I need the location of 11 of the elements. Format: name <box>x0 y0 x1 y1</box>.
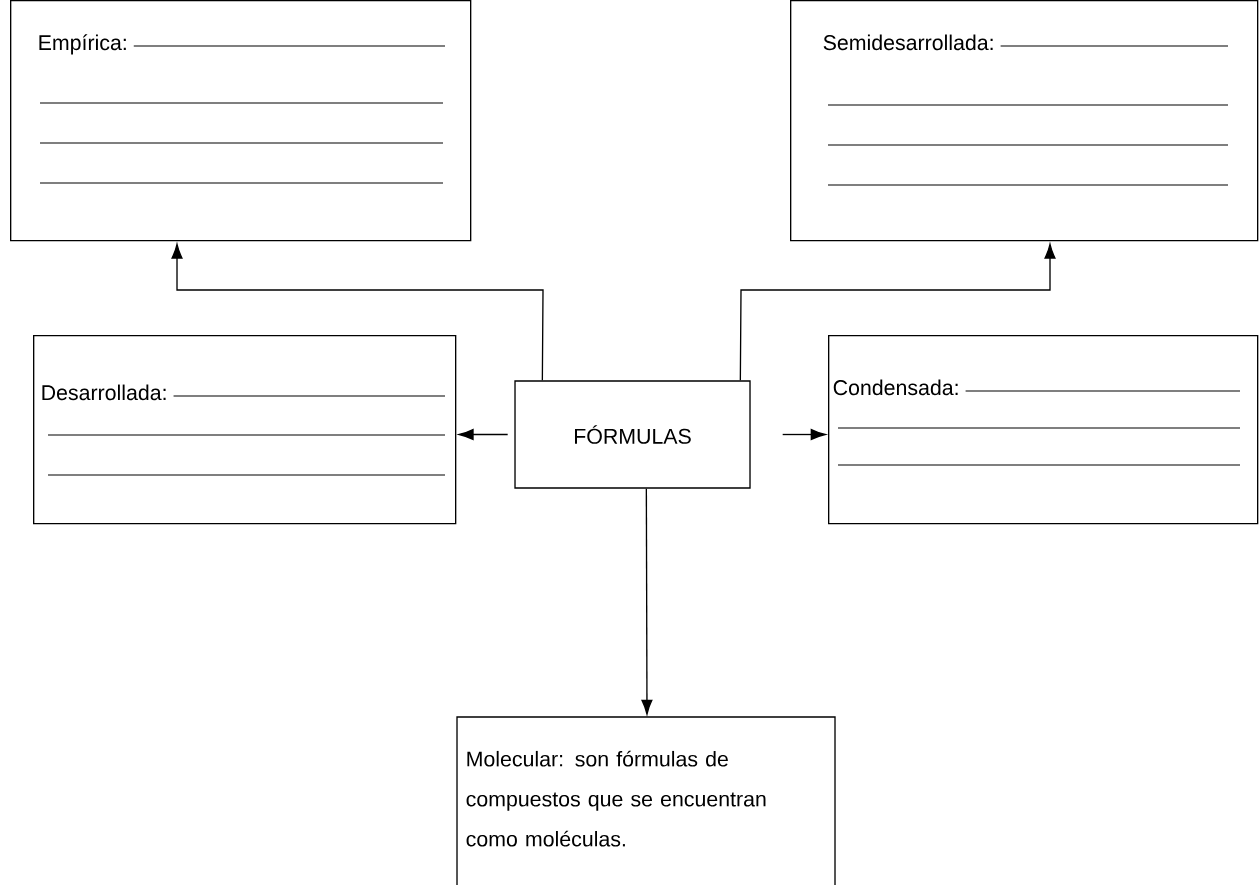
fill-in-box: Empírica: <box>10 0 472 242</box>
concept-box: FÓRMULAS <box>514 380 751 489</box>
fill-in-box: Condensada: <box>828 335 1259 525</box>
fill-in-box: Semidesarrollada: <box>790 0 1259 242</box>
fill-in-box: Desarrollada: <box>33 335 457 525</box>
arrow <box>171 243 544 381</box>
arrow <box>782 428 826 441</box>
arrow <box>458 428 509 441</box>
arrow <box>641 488 653 715</box>
arrow <box>739 243 1056 381</box>
open-box: Molecular: son fórmulas de compuestos que se encuentran como moléculas. <box>456 716 836 885</box>
